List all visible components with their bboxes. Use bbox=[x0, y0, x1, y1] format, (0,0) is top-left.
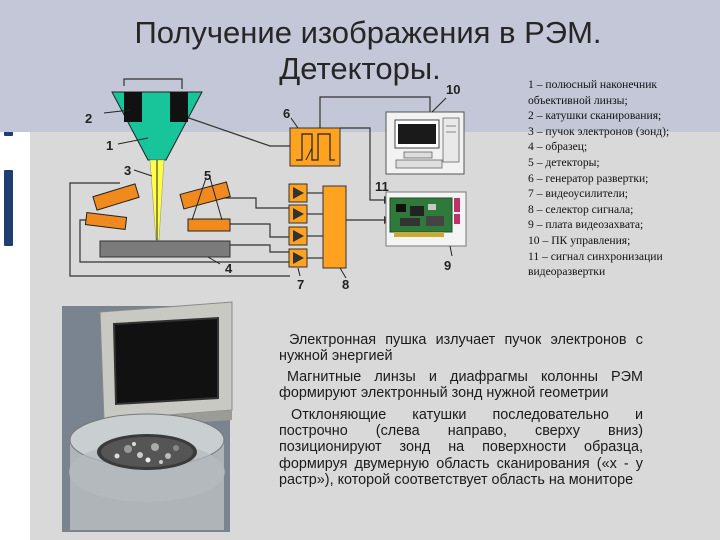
scan-coil-left bbox=[124, 92, 142, 122]
detector-right-upper bbox=[179, 181, 231, 210]
signal-selector bbox=[322, 185, 347, 269]
leader-5a bbox=[191, 177, 207, 221]
side-tab-bottom bbox=[4, 170, 13, 246]
paragraph-lenses: Магнитные линзы и диафрагмы колонны РЭМ … bbox=[279, 369, 643, 401]
label-2: 2 bbox=[85, 111, 92, 126]
legend-line: 10 – ПК управления; bbox=[528, 233, 631, 247]
header-band bbox=[0, 0, 720, 132]
label-7: 7 bbox=[297, 277, 304, 292]
legend-line: 3 – пучок электронов (зонд); bbox=[528, 124, 670, 138]
scan-coil-right bbox=[170, 92, 188, 122]
legend-line: 4 – образец; bbox=[528, 140, 588, 154]
legend-line: видеоразвертки bbox=[528, 265, 606, 279]
label-8: 8 bbox=[342, 277, 349, 292]
label-10: 10 bbox=[446, 82, 460, 97]
label-9: 9 bbox=[444, 258, 451, 273]
detector-left-upper bbox=[92, 183, 140, 211]
detector-left-lower bbox=[84, 212, 128, 230]
legend-line: 9 – плата видеозахвата; bbox=[528, 218, 644, 232]
capture-board-icon bbox=[385, 191, 467, 247]
leader-3 bbox=[133, 169, 153, 177]
pc-monitor-icon bbox=[385, 111, 465, 175]
detector-right-lower bbox=[187, 218, 231, 232]
leader-4 bbox=[207, 256, 221, 265]
leader-9 bbox=[449, 245, 453, 257]
label-4: 4 bbox=[225, 261, 233, 276]
legend-line: 1 – полюсный наконечник bbox=[528, 78, 658, 91]
label-6: 6 bbox=[283, 106, 290, 121]
slide-title: Получение изображения в РЭМ. bbox=[134, 15, 602, 50]
legend-line: 5 – детекторы; bbox=[528, 155, 600, 169]
leader-2 bbox=[103, 109, 131, 114]
paragraph-coils-text: Отклоняющие катушки последовательно и по… bbox=[279, 407, 643, 488]
monitor-photo-illustration bbox=[62, 301, 233, 532]
video-amplifiers bbox=[288, 183, 308, 268]
leader-10 bbox=[431, 97, 447, 113]
legend-line: 7 – видеоусилители; bbox=[528, 187, 629, 201]
sawtooth-waveform bbox=[296, 133, 335, 161]
legend-line: 8 – селектор сигнала; bbox=[528, 202, 634, 216]
label-1: 1 bbox=[106, 138, 113, 153]
leader-6 bbox=[290, 117, 299, 129]
label-11: 11 bbox=[375, 179, 389, 194]
leader-7 bbox=[297, 267, 301, 277]
legend-line: 11 – сигнал синхронизации bbox=[528, 249, 663, 263]
legend-list: 1 – полюсный наконечник объективной линзы… bbox=[528, 77, 718, 280]
paragraph-coils: Отклоняющие катушки последовательно и по… bbox=[279, 407, 643, 488]
sample bbox=[99, 240, 231, 258]
legend-line: объективной линзы; bbox=[528, 93, 628, 107]
paragraph-lenses-text: Магнитные линзы и диафрагмы колонны РЭМ … bbox=[279, 369, 643, 402]
paragraph-gun-text: Электронная пушка излучает пучок электро… bbox=[279, 332, 643, 365]
paragraph-gun: Электронная пушка излучает пучок электро… bbox=[279, 332, 643, 364]
slide-subtitle: Детекторы. bbox=[279, 51, 441, 86]
leader-1 bbox=[117, 137, 149, 145]
label-5: 5 bbox=[204, 168, 211, 183]
label-3: 3 bbox=[124, 163, 131, 178]
legend-line: 6 – генератор развертки; bbox=[528, 171, 649, 185]
leader-5b bbox=[209, 177, 223, 221]
leader-8 bbox=[339, 267, 347, 279]
legend-line: 2 – катушки сканирования; bbox=[528, 109, 662, 123]
